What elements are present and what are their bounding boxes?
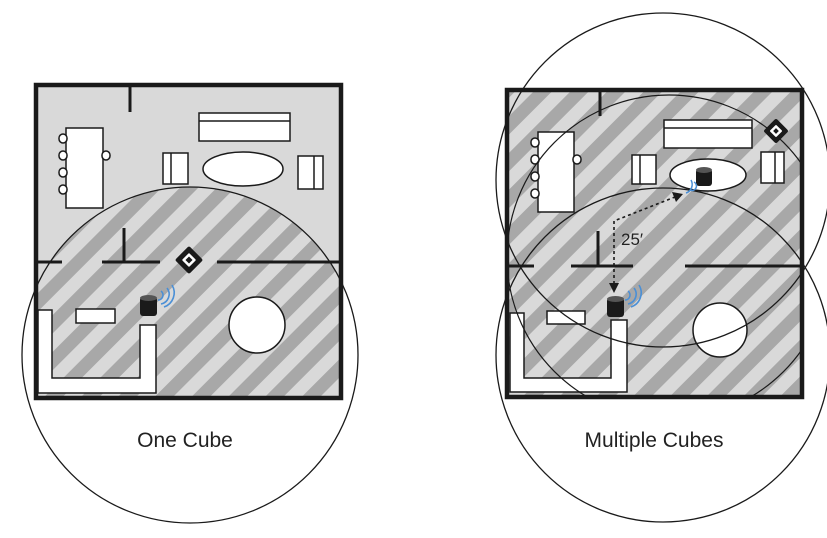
outer-walls-left	[33, 82, 344, 401]
furniture-right	[509, 119, 785, 393]
panel-multiple-cubes: 25′ Multiple Cubes	[495, 12, 827, 523]
counter	[546, 310, 586, 325]
distance-label: 25′	[621, 230, 643, 249]
coverage-circle-left	[21, 186, 359, 524]
robot-vacuum-icon	[764, 119, 788, 143]
panel-one-cube: One Cube	[21, 82, 359, 524]
round-table	[692, 302, 748, 358]
arrow-head-up	[672, 192, 683, 202]
range-circle-inner	[507, 94, 802, 397]
dining-table	[537, 131, 575, 213]
distance-indicator	[613, 196, 676, 284]
robot-vacuum-icon	[175, 246, 203, 274]
round-table	[228, 296, 286, 354]
sofa	[198, 112, 291, 142]
armchair-left	[631, 154, 657, 185]
coverage-circle-upper	[495, 12, 827, 348]
armchair-left	[162, 152, 189, 185]
cube-icon	[696, 167, 712, 186]
interior-walls-left	[36, 85, 341, 264]
coffee-table	[202, 151, 284, 187]
kitchen-counter	[37, 309, 157, 394]
outer-walls-right	[504, 87, 805, 400]
coverage-circle-lower	[495, 187, 827, 523]
armchair-right	[297, 155, 324, 190]
counter	[75, 308, 116, 324]
kitchen-counter	[509, 312, 628, 393]
arrow-head-down	[609, 283, 619, 293]
wifi-signal-icon	[624, 284, 642, 308]
coverage-area-left	[36, 187, 341, 398]
dining-table	[65, 127, 104, 209]
cube-icon	[607, 296, 624, 317]
cube-icon	[140, 295, 157, 316]
furniture-left	[37, 112, 324, 394]
wifi-signal-icon	[685, 179, 698, 194]
armchair-right	[760, 151, 785, 184]
wifi-signal-icon	[157, 284, 175, 308]
sofa	[663, 119, 753, 149]
caption-multiple-cubes: Multiple Cubes	[585, 429, 724, 452]
caption-one-cube: One Cube	[137, 429, 233, 452]
